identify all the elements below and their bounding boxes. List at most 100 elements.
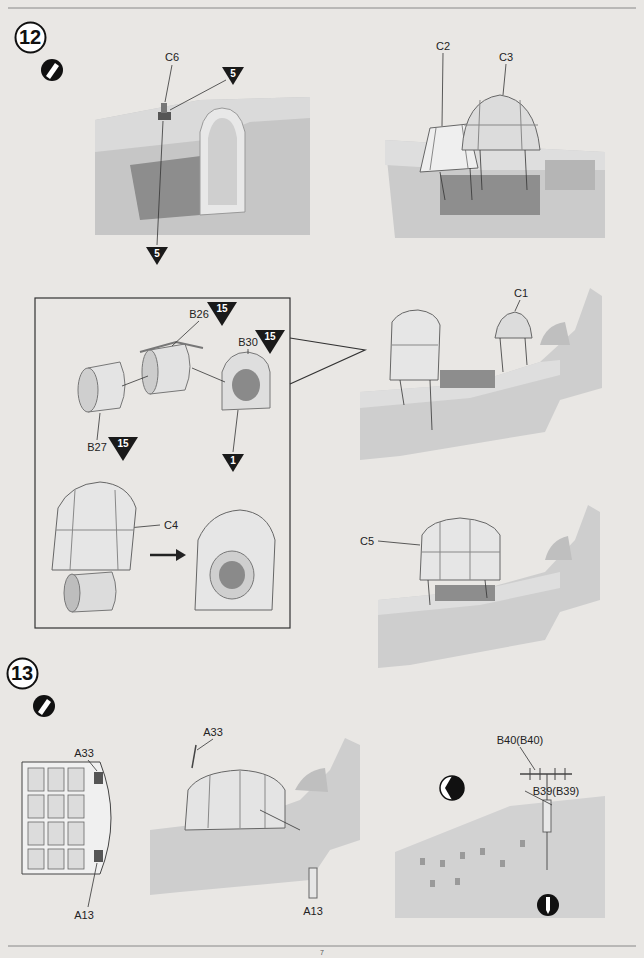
leader-line (122, 376, 148, 386)
part-illustration (210, 551, 254, 599)
fuselage-illustration (420, 518, 500, 580)
fuselage-illustration (192, 745, 196, 768)
paint-number: 15 (216, 302, 227, 314)
canopy-plan (28, 822, 44, 845)
fuselage-illustration (360, 288, 602, 460)
part-illustration (56, 530, 134, 531)
fuselage-illustration (540, 322, 570, 345)
part-number: C3 (499, 51, 513, 63)
paint-icon (46, 63, 59, 79)
paint-number: 15 (117, 437, 128, 449)
part-illustration (232, 369, 260, 401)
part-number: A13 (303, 905, 323, 917)
part-illustration (78, 342, 270, 412)
leader-line (197, 739, 213, 750)
wing-illustration (395, 796, 605, 918)
paint-icon (33, 59, 63, 717)
part-illustration (176, 549, 186, 561)
leader-line (170, 80, 226, 110)
leader-line (248, 349, 249, 354)
leader-line (428, 580, 430, 605)
fuselage-illustration (150, 738, 360, 895)
leader-line (547, 832, 548, 870)
part-number: C5 (360, 535, 374, 547)
step-number-text: 12 (19, 26, 41, 49)
paint-number: 1 (230, 454, 236, 466)
part-number: B27 (87, 441, 107, 453)
leader-line (260, 810, 300, 830)
leader-line (442, 53, 443, 126)
fuselage-illustration (200, 108, 245, 215)
paint-number: 5 (230, 67, 236, 79)
symbol-icon (537, 894, 559, 916)
leader-line (440, 172, 445, 200)
paint-callout: 15 (207, 302, 237, 326)
canopy-plan (28, 849, 44, 869)
leader-line (157, 65, 226, 245)
wing-illustration (480, 848, 485, 855)
part-number: B40(B40) (497, 734, 543, 746)
wing-illustration (555, 768, 556, 780)
step-circle (15, 22, 45, 52)
leader-line (88, 863, 97, 907)
paint-icon (38, 699, 51, 715)
leader-line (378, 541, 487, 605)
step-circle (7, 658, 37, 688)
leader-line (520, 747, 552, 870)
fuselage-illustration (208, 118, 237, 205)
page-frame (8, 8, 636, 9)
wing-illustration (460, 852, 465, 859)
fuselage-illustration (150, 738, 360, 898)
wing-illustration (455, 878, 460, 885)
paint-callout: 1 (222, 454, 244, 472)
leader-line (88, 760, 97, 907)
canopy-plan (68, 849, 84, 869)
leader-line (500, 338, 503, 372)
wing-illustration (420, 858, 425, 865)
canopy-plan (48, 795, 64, 818)
paint-number: 15 (264, 330, 275, 342)
paint-triangle (255, 330, 285, 354)
step-number-text: 13 (11, 662, 33, 685)
part-illustration (52, 482, 275, 612)
fuselage-illustration (470, 520, 471, 580)
paint-callout: 5 (222, 67, 244, 85)
leader-line (480, 150, 482, 190)
step-number: 12 (14, 21, 47, 54)
fuselage-illustration (545, 536, 572, 560)
part-number: A33 (74, 747, 94, 759)
canopy-plan (94, 772, 103, 784)
part-illustration (78, 368, 98, 412)
wing-illustration (395, 768, 605, 918)
wing-illustration (440, 860, 445, 867)
fuselage-illustration (385, 140, 605, 238)
canopy-plan (68, 768, 84, 791)
paint-triangle (108, 437, 138, 461)
part-number: C6 (165, 51, 179, 63)
leader-line (440, 53, 527, 200)
fuselage-illustration (360, 288, 602, 460)
leader-line (470, 168, 472, 200)
inset-frame (35, 298, 365, 628)
canopy-plan (28, 768, 84, 869)
part-number: B26 (189, 308, 209, 320)
fuselage-illustration (545, 160, 595, 190)
fuselage-illustration (95, 97, 310, 235)
inset-frame (35, 298, 290, 628)
fuselage-illustration (440, 175, 540, 215)
fuselage-illustration (378, 505, 600, 668)
fuselage-illustration (440, 522, 441, 580)
fuselage-illustration (185, 770, 285, 830)
fuselage-illustration (392, 345, 438, 346)
wing-illustration (530, 768, 531, 780)
fuselage-illustration (158, 112, 171, 120)
fuselage-illustration (430, 128, 436, 170)
part-number: B30 (238, 336, 258, 348)
symbol-icon (440, 776, 464, 800)
leader-line (378, 541, 420, 545)
fuselage-illustration (385, 95, 605, 238)
leader-line (520, 747, 535, 770)
page-frame (8, 946, 636, 947)
